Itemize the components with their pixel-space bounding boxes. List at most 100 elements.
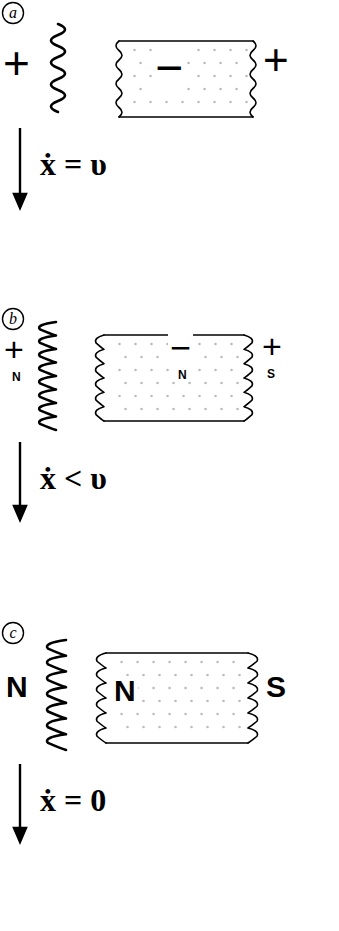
texture-dot xyxy=(203,62,206,65)
texture-dot xyxy=(230,369,233,372)
texture-dot xyxy=(220,356,223,359)
charge-sign: + xyxy=(4,332,24,366)
texture-dot xyxy=(120,661,123,664)
texture-dot xyxy=(150,395,153,398)
texture-dot xyxy=(149,101,152,104)
texture-dot xyxy=(197,101,200,104)
block-wavy-edge xyxy=(96,335,104,421)
panel-letter: c xyxy=(2,622,24,644)
texture-dot xyxy=(140,408,143,411)
texture-dot xyxy=(134,343,137,346)
texture-dot xyxy=(140,356,143,359)
texture-dot xyxy=(133,101,136,104)
texture-dot xyxy=(118,369,121,372)
texture-dot xyxy=(156,356,159,359)
texture-dot xyxy=(230,343,233,346)
block-edge xyxy=(119,116,253,118)
texture-dot xyxy=(204,382,207,385)
texture-dot xyxy=(235,88,238,91)
texture-dot xyxy=(124,382,127,385)
texture-dot xyxy=(222,700,225,703)
texture-dot xyxy=(126,726,129,729)
letter-circle xyxy=(3,623,24,644)
texture-dot xyxy=(214,369,217,372)
texture-dot xyxy=(181,101,184,104)
texture-dot xyxy=(214,395,217,398)
velocity-arrow xyxy=(19,128,21,196)
block-wavy-edge xyxy=(116,41,122,117)
texture-dot xyxy=(120,713,123,716)
letter-circle xyxy=(3,309,24,330)
texture-dot xyxy=(245,49,248,52)
texture-dot xyxy=(165,101,168,104)
texture-dot xyxy=(198,343,201,346)
arrow-head xyxy=(14,194,26,208)
texture-dot xyxy=(220,382,223,385)
texture-dot xyxy=(142,700,145,703)
block-label: N xyxy=(176,369,189,381)
texture-dot xyxy=(166,369,169,372)
wavy-wall xyxy=(39,322,56,430)
block-outline xyxy=(113,38,263,120)
pole-label: N xyxy=(12,371,21,383)
block-wavy-edge xyxy=(250,41,256,117)
panel-letter: b xyxy=(2,308,24,330)
texture-dot xyxy=(174,700,177,703)
texture-dot xyxy=(158,726,161,729)
texture-dot xyxy=(142,726,145,729)
texture-dot xyxy=(222,674,225,677)
block-edge xyxy=(106,652,248,654)
texture-dot xyxy=(139,88,142,91)
texture-dot xyxy=(206,726,209,729)
texture-dot xyxy=(174,674,177,677)
texture-dot xyxy=(187,62,190,65)
block-wavy-edge xyxy=(96,653,106,743)
texture-dot xyxy=(182,395,185,398)
dotted-block: − xyxy=(113,38,263,120)
texture-dot xyxy=(200,687,203,690)
texture-dot xyxy=(216,661,219,664)
texture-dot xyxy=(236,408,239,411)
texture-dot xyxy=(124,356,127,359)
texture-dot xyxy=(184,687,187,690)
block-wavy-edge xyxy=(248,653,258,743)
texture-dot xyxy=(203,88,206,91)
texture-dot xyxy=(213,75,216,78)
texture-dot xyxy=(188,408,191,411)
block-edge xyxy=(119,40,253,42)
dotted-block: N xyxy=(100,650,258,746)
texture-dot xyxy=(232,661,235,664)
texture-dot xyxy=(152,687,155,690)
texture-dot xyxy=(142,674,145,677)
texture-dot xyxy=(139,62,142,65)
velocity-arrow xyxy=(19,442,21,508)
texture-dot xyxy=(204,408,207,411)
texture-dot xyxy=(156,382,159,385)
texture-dot xyxy=(184,713,187,716)
texture-dot xyxy=(245,101,248,104)
texture-dot xyxy=(198,369,201,372)
pole-label: S xyxy=(266,672,286,702)
arrow-head xyxy=(14,828,26,842)
texture-dot xyxy=(229,101,232,104)
velocity-label: ẋ = 0 xyxy=(40,784,106,816)
texture-dot xyxy=(133,49,136,52)
texture-dot xyxy=(200,713,203,716)
texture-dot xyxy=(124,408,127,411)
texture-dot xyxy=(118,343,121,346)
texture-dot xyxy=(200,661,203,664)
texture-dot xyxy=(238,700,241,703)
block-edge xyxy=(106,742,248,744)
block-label: − xyxy=(153,44,185,92)
arrow-head xyxy=(14,506,26,520)
texture-dot xyxy=(232,687,235,690)
texture-dot xyxy=(197,75,200,78)
texture-dot xyxy=(238,726,241,729)
texture-dot xyxy=(229,75,232,78)
block-label: N xyxy=(112,676,138,706)
texture-dot xyxy=(198,395,201,398)
texture-dot xyxy=(214,343,217,346)
velocity-arrow xyxy=(19,764,21,830)
texture-dot xyxy=(206,700,209,703)
texture-dot xyxy=(150,369,153,372)
